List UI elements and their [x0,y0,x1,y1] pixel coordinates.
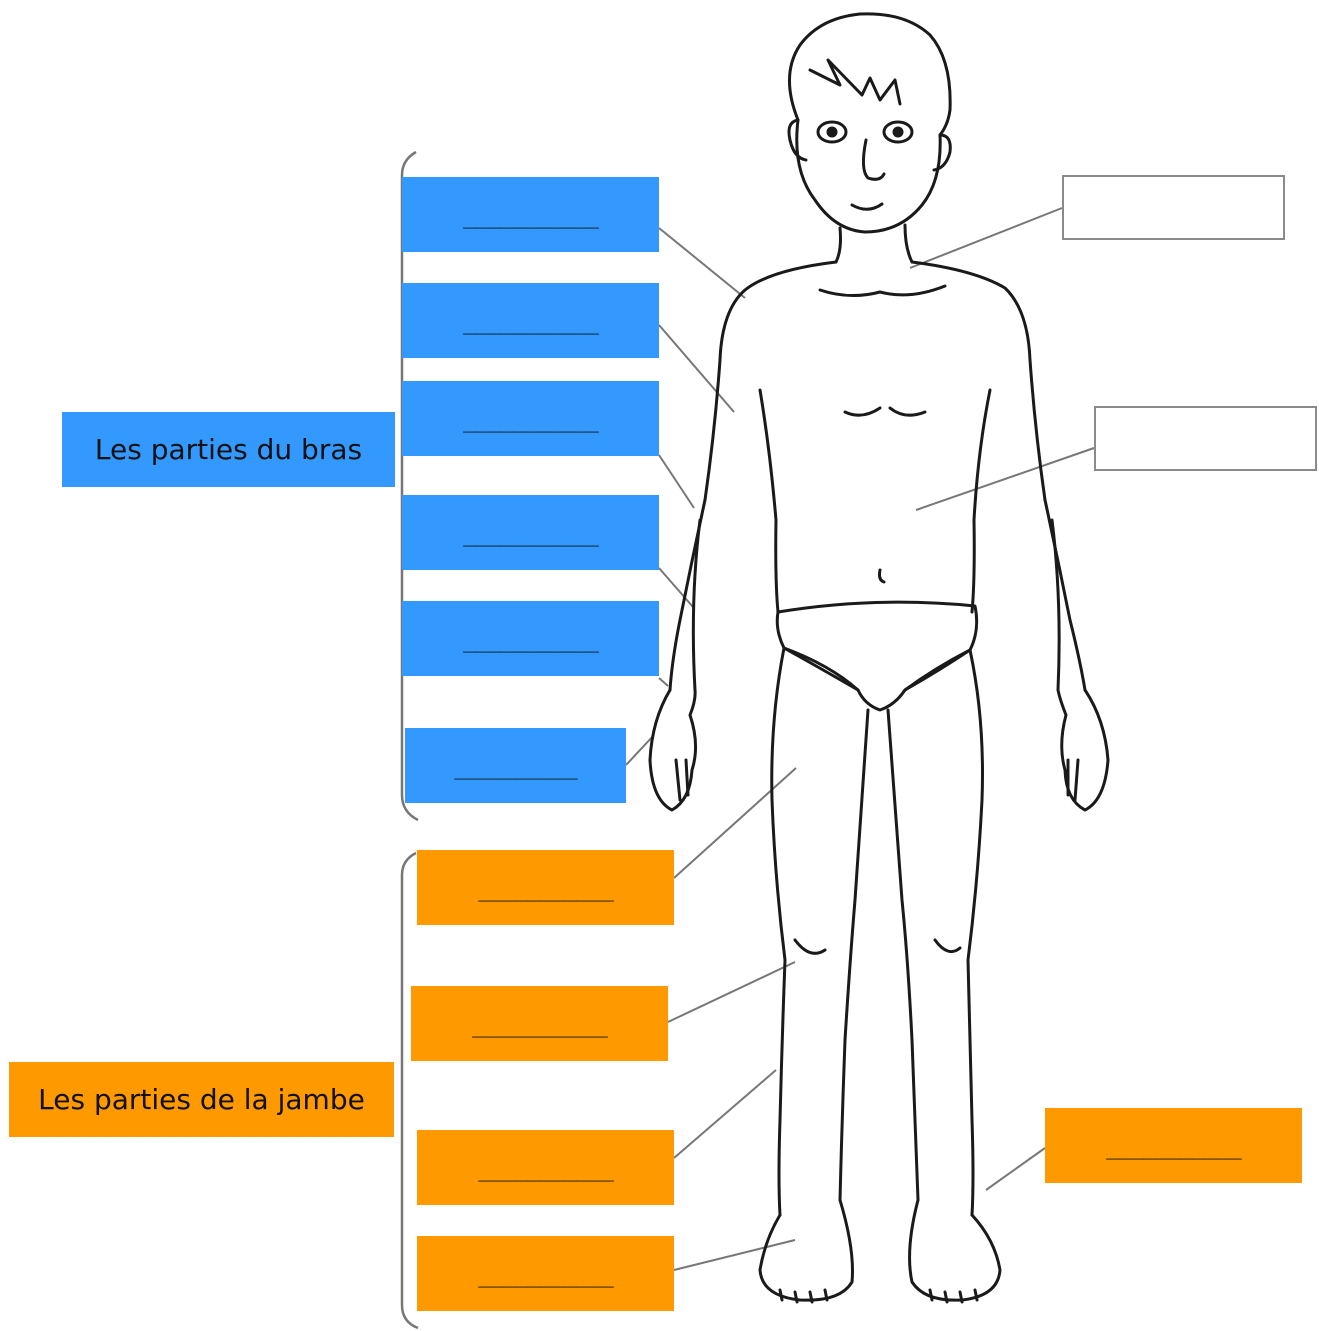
answer-blank: __________ [454,755,576,780]
answer-blank: ___________ [472,1013,607,1038]
answer-blank: ___________ [463,408,598,433]
answer-blank: ___________ [463,522,598,547]
leg-answer-box-4[interactable]: ___________ [417,1236,674,1311]
answer-blank: ___________ [478,1157,613,1182]
answer-blank: ___________ [463,628,598,653]
leg-answer-box-2[interactable]: ___________ [411,986,668,1061]
arm-answer-box-5[interactable]: ___________ [402,601,659,676]
arm-bracket [402,152,418,820]
body-outline [650,14,1108,1302]
arm-answer-box-4[interactable]: ___________ [402,495,659,570]
leg-answer-box-3[interactable]: ___________ [417,1130,674,1205]
neck-answer-box[interactable] [1062,175,1285,240]
arm-answer-box-6[interactable]: __________ [405,728,626,803]
answer-blank: ___________ [1106,1135,1241,1160]
ankle-answer-box[interactable]: ___________ [1045,1108,1302,1183]
answer-blank: ___________ [463,204,598,229]
arm-answer-box-1[interactable]: ___________ [402,177,659,252]
answer-blank: ___________ [478,877,613,902]
answer-blank: ___________ [463,310,598,335]
arm-answer-box-3[interactable]: ___________ [402,381,659,456]
arm-group-label-text: Les parties du bras [95,433,362,466]
leg-group-label-text: Les parties de la jambe [38,1083,365,1116]
answer-blank: ___________ [478,1263,613,1288]
leg-answer-box-1[interactable]: ___________ [417,850,674,925]
arm-answer-box-2[interactable]: ___________ [402,283,659,358]
leg-group-label: Les parties de la jambe [9,1062,394,1137]
leg-bracket [402,853,418,1328]
arm-group-label: Les parties du bras [62,412,395,487]
belly-answer-box[interactable] [1094,406,1317,471]
